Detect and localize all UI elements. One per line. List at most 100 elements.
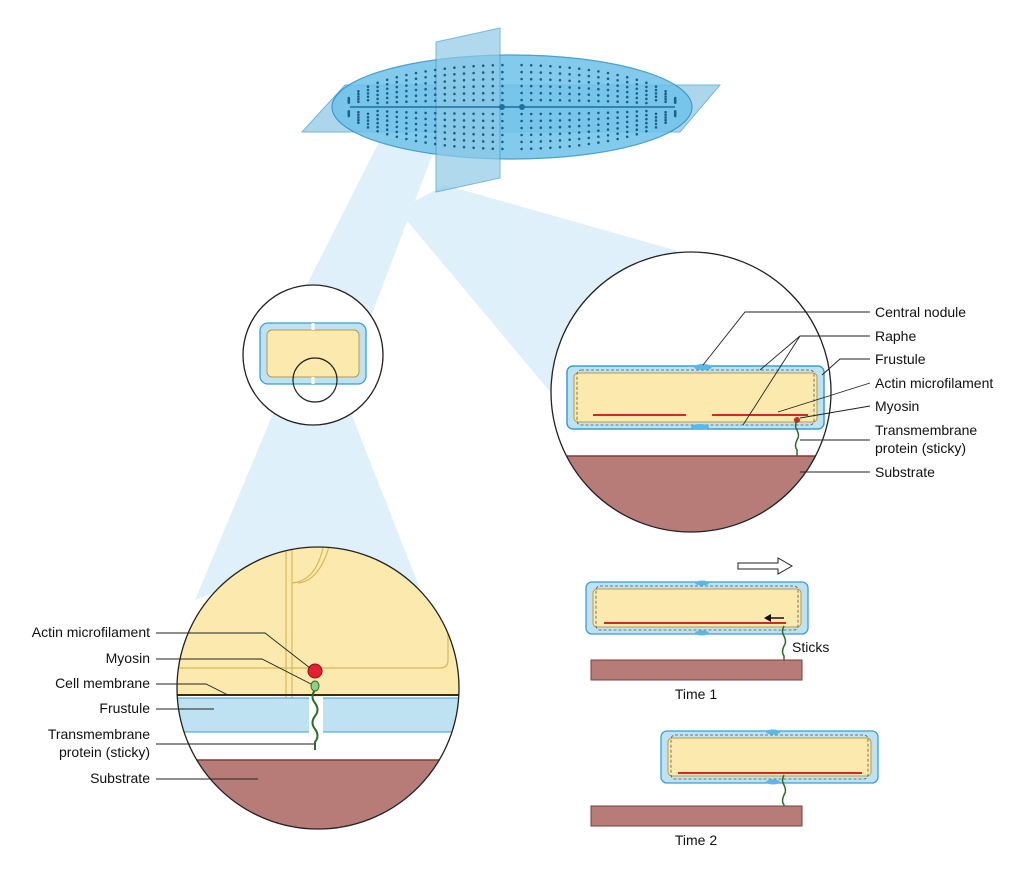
pore (424, 129, 427, 132)
pore (625, 95, 629, 99)
pore (606, 128, 610, 131)
pore (453, 79, 456, 83)
pore (664, 100, 667, 104)
pore (654, 95, 658, 99)
pore (491, 133, 495, 137)
pore (597, 123, 600, 127)
cross-section-detail (550, 251, 832, 533)
pore (462, 85, 466, 89)
pore (577, 86, 581, 90)
pore (597, 93, 600, 97)
pore (635, 83, 639, 86)
pore (376, 85, 379, 89)
pore (395, 135, 399, 139)
pore (625, 115, 629, 119)
pore (443, 80, 447, 83)
pore (568, 86, 571, 89)
pore (587, 93, 591, 96)
pore (587, 130, 591, 133)
pore (453, 92, 456, 96)
pore (414, 139, 418, 143)
vertical-section-plane (435, 27, 501, 193)
pore (606, 88, 610, 92)
pore (625, 120, 629, 124)
pore (443, 124, 447, 128)
pore (481, 91, 485, 95)
pore (462, 65, 466, 69)
diatom-3d-view (300, 27, 722, 193)
pore (385, 78, 389, 82)
pore (453, 145, 456, 148)
pore (625, 85, 629, 89)
pore (577, 124, 581, 128)
pore (635, 101, 639, 104)
pore (616, 95, 619, 98)
pore (376, 113, 379, 117)
central-nodule (519, 104, 525, 110)
pore (433, 111, 437, 115)
pore (481, 126, 485, 129)
pore (520, 119, 523, 123)
pore (414, 94, 418, 97)
pore (664, 95, 667, 98)
pore (635, 87, 639, 91)
pore (568, 99, 571, 102)
pore (616, 132, 619, 135)
pore (395, 120, 399, 124)
pore (577, 73, 581, 77)
pore (453, 131, 456, 135)
pore (606, 139, 610, 143)
pore (491, 119, 495, 123)
label-myosin: Myosin (105, 650, 150, 666)
pore (645, 101, 648, 105)
central-nodule (694, 364, 712, 370)
pore (453, 99, 456, 102)
pore (385, 83, 389, 86)
label-frustule: Frustule (875, 351, 926, 367)
pore (645, 129, 648, 133)
pore (424, 70, 427, 73)
pore (597, 87, 600, 91)
substrate-block (590, 659, 803, 681)
pore (635, 114, 639, 118)
pore (405, 137, 408, 141)
pore (491, 84, 495, 88)
pore (520, 84, 523, 88)
pore (491, 147, 495, 150)
label-central-nodule: Central nodule (875, 304, 967, 320)
pore (549, 139, 552, 143)
pore (443, 92, 447, 96)
pore (549, 64, 552, 68)
pore (395, 125, 399, 129)
pore (558, 139, 562, 142)
pore (539, 133, 543, 136)
pore (549, 119, 552, 122)
pore (606, 94, 610, 97)
pore (472, 92, 475, 95)
pore (376, 93, 379, 97)
pore (558, 112, 562, 115)
pore (606, 122, 610, 126)
pore (625, 110, 629, 114)
pore (414, 77, 418, 80)
pore (366, 88, 370, 92)
pore (491, 91, 495, 95)
pore (443, 137, 447, 141)
pore (635, 123, 639, 127)
pore (414, 134, 418, 137)
pore (597, 70, 600, 73)
pore (472, 146, 475, 150)
pore (491, 77, 495, 81)
transmembrane-protein (794, 419, 800, 456)
pore (453, 73, 456, 76)
pore (549, 132, 552, 136)
pore (587, 99, 591, 103)
pore (443, 99, 447, 102)
pore (395, 90, 399, 94)
pore (424, 135, 427, 138)
pore (520, 112, 523, 116)
pore (520, 70, 523, 74)
pore (558, 132, 562, 136)
pore (558, 65, 562, 69)
label-time-2: Time 2 (674, 832, 718, 848)
